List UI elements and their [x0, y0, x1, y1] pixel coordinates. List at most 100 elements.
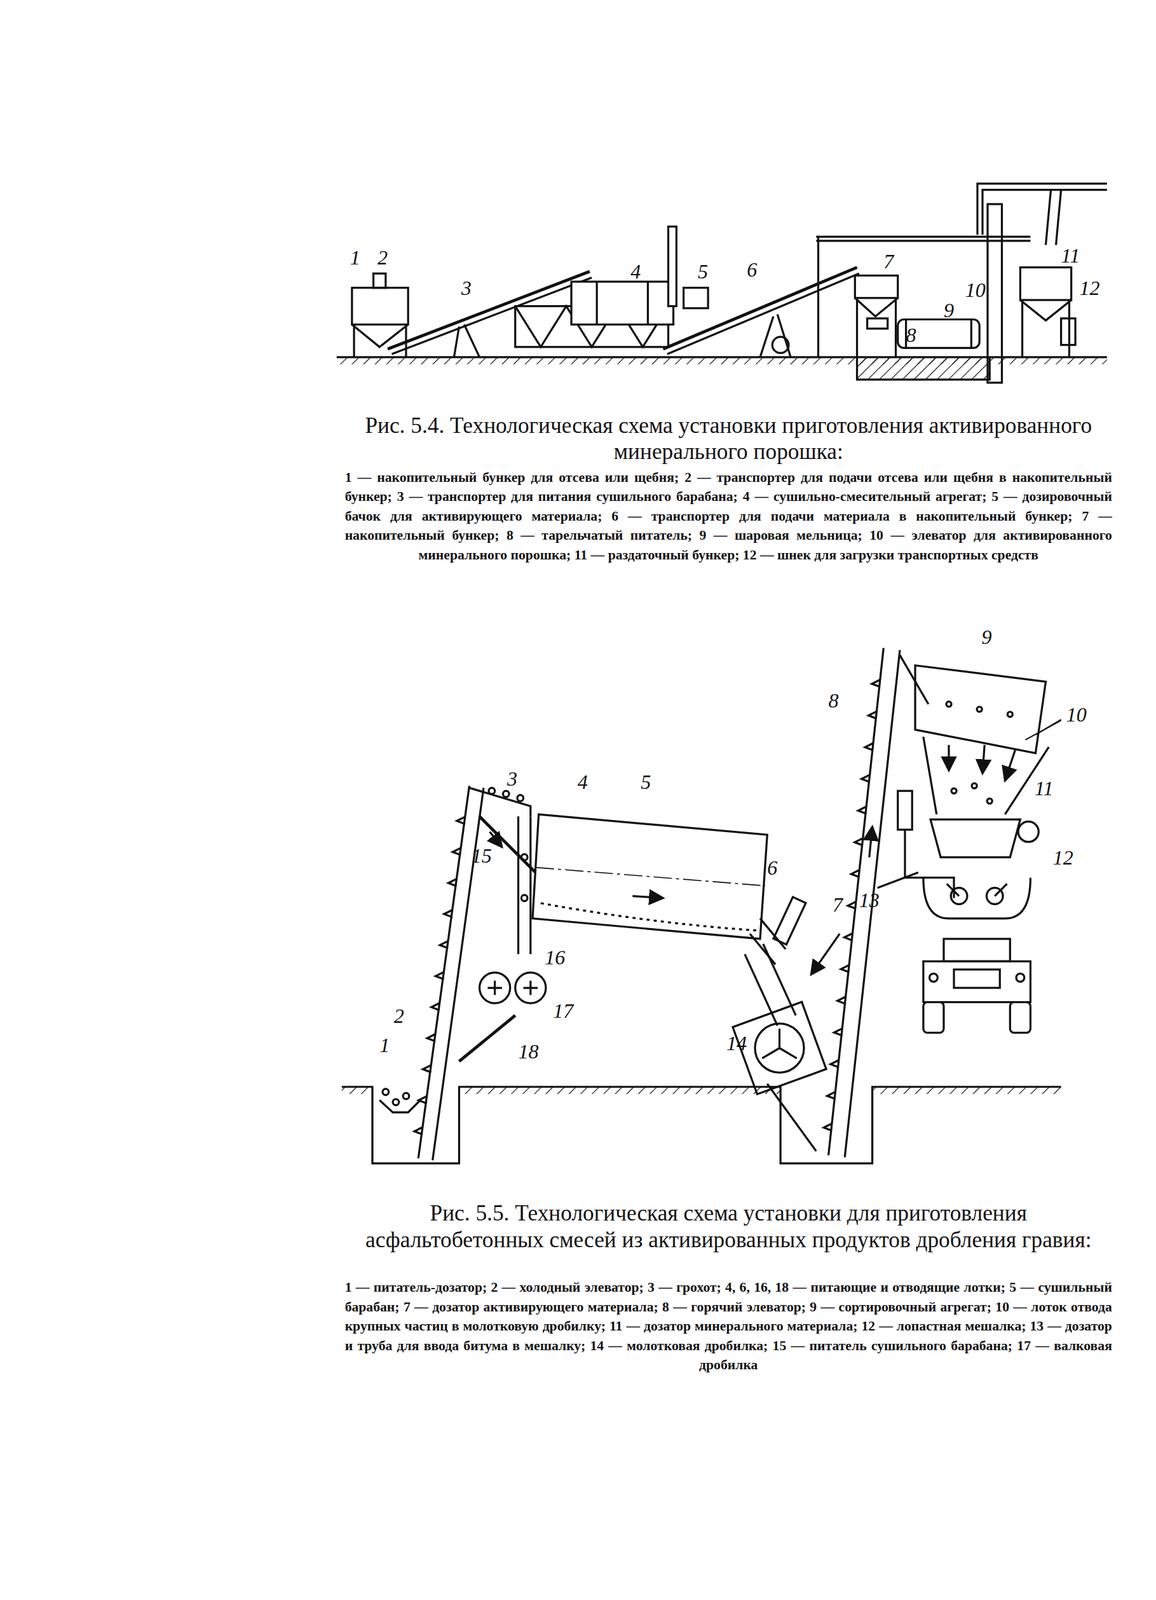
dosing-unit-part	[877, 872, 919, 888]
callout-number: 10	[1066, 704, 1087, 725]
elevator-bucket	[851, 870, 860, 878]
dosing-unit-part	[930, 819, 1020, 857]
callout-number: 18	[518, 1040, 539, 1062]
storage-bunker-part	[1021, 299, 1024, 358]
drying-drum-part	[532, 814, 768, 939]
drying-drum-part	[540, 903, 761, 931]
cold-elevator	[418, 785, 484, 1160]
ground-line-part	[336, 357, 1108, 365]
storage-bunker-part	[867, 318, 888, 329]
elevator	[977, 183, 1108, 383]
storage-bunker-part	[1020, 267, 1071, 300]
dosing-unit-part	[897, 790, 912, 830]
truck-part	[943, 938, 1010, 961]
callout-number: 11	[1061, 244, 1081, 266]
cold-elevator-part	[418, 785, 470, 1158]
bin-hopper-part	[982, 744, 985, 774]
conveyor-part	[391, 277, 592, 354]
figure-caption: Рис. 5.5. Технологическая схема установк…	[345, 1199, 1113, 1253]
ground-line-part	[336, 355, 1108, 358]
callout-number: 15	[471, 844, 492, 865]
elevator-bucket	[830, 1060, 839, 1068]
callout-number: 2	[394, 1004, 405, 1026]
screen	[469, 787, 536, 954]
sorting-unit-part	[1007, 711, 1013, 717]
ground-line-part	[341, 1086, 1062, 1163]
elevator-part	[987, 204, 1002, 383]
callout-number: 2	[377, 247, 388, 268]
callout-number: 17	[552, 999, 574, 1020]
sorting-unit-part	[946, 701, 952, 707]
dosing-unit	[877, 790, 1040, 898]
truck-part	[953, 969, 1000, 988]
conveyor	[663, 267, 860, 358]
ground-line	[336, 357, 1108, 380]
drying-drum-part	[646, 281, 649, 325]
callout-number: 12	[1053, 846, 1074, 867]
screen-part	[529, 816, 532, 954]
hammer-crusher-part	[767, 1083, 816, 1151]
hot-elevator	[810, 647, 900, 1157]
truck-part	[1016, 973, 1025, 982]
callout-number: 9	[943, 299, 954, 321]
callout-number: 10	[965, 279, 986, 300]
drying-drum-part	[683, 287, 709, 309]
bin-hopper-part	[951, 788, 957, 794]
elevator-bucket	[435, 971, 445, 979]
callout-number: 4	[630, 261, 641, 282]
building-frame	[816, 236, 1031, 357]
building-frame-part	[817, 236, 820, 357]
feeder-part	[382, 1088, 389, 1095]
fig55-drawing	[341, 647, 1062, 1163]
hammer-crusher-part	[754, 1023, 804, 1073]
screen-part	[469, 787, 531, 816]
callout-number: 8	[906, 324, 917, 346]
feeder-part	[379, 1100, 421, 1113]
bin-hopper-part	[971, 782, 977, 789]
bin-hopper	[923, 719, 1062, 815]
feeder	[379, 1088, 421, 1113]
feeder-part	[392, 1098, 400, 1106]
hammer-crusher	[732, 1001, 827, 1151]
conveyor-part	[667, 273, 860, 354]
screen-part	[517, 816, 520, 954]
building-frame-part	[816, 235, 1031, 238]
elevator-bucket	[864, 742, 874, 750]
ground-line-part	[857, 357, 991, 380]
roll-crusher	[458, 972, 546, 1062]
elevator-bucket	[854, 838, 864, 846]
elevator-bucket	[837, 996, 846, 1004]
ground-line-part	[872, 1086, 1062, 1094]
elevator-bucket	[444, 909, 453, 917]
callout-number: 3	[461, 277, 472, 299]
drying-drum	[532, 814, 768, 939]
hot-elevator-part	[844, 650, 900, 1158]
fig54-drawing	[336, 183, 1108, 383]
elevator-bucket	[827, 1091, 836, 1099]
drying-drum-part	[535, 867, 766, 886]
conveyor-part	[453, 324, 480, 358]
drying-drum	[515, 226, 708, 347]
callout-number: 13	[859, 889, 880, 911]
roll-crusher-part	[487, 980, 538, 995]
bin-hopper-part	[1025, 720, 1061, 740]
ground-line	[341, 1086, 1062, 1163]
elevator-bucket	[823, 1122, 832, 1130]
dosing-unit-part	[1018, 821, 1039, 842]
bin-hopper-part	[1004, 749, 1015, 781]
elevator-bucket	[857, 806, 867, 814]
elevator-bucket	[861, 774, 871, 782]
elevator-part	[1046, 190, 1062, 246]
elevator-buckets	[414, 679, 881, 1134]
callout-number: 1	[350, 247, 361, 268]
conveyor-part	[663, 267, 858, 349]
storage-bunker-part	[856, 298, 858, 358]
hot-elevator-part	[828, 647, 884, 1155]
callout-number: 8	[828, 689, 839, 710]
storage-bunker-part	[373, 273, 386, 288]
sorting-unit	[899, 655, 1047, 754]
callout-number: 9	[981, 626, 992, 647]
truck-part	[929, 973, 939, 982]
bin-hopper-part	[923, 736, 1049, 815]
